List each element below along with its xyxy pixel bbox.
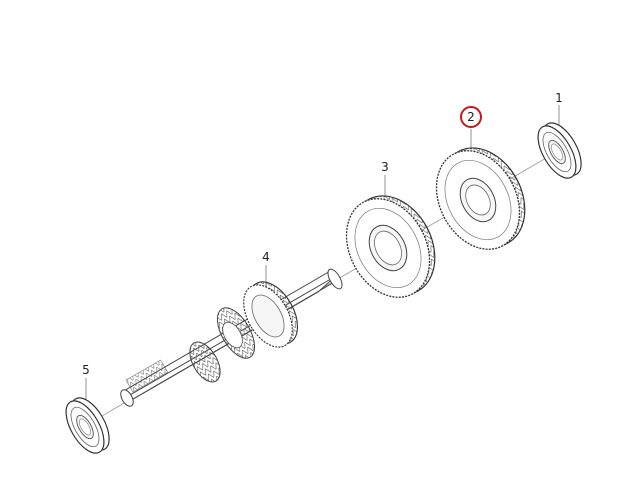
- callout-label-1[interactable]: 1: [555, 91, 563, 105]
- bearing-part-1[interactable]: [530, 117, 588, 184]
- gear-part-3[interactable]: [330, 181, 451, 311]
- gear-part-2[interactable]: [420, 133, 541, 263]
- callout-label-5[interactable]: 5: [82, 363, 90, 377]
- leader-lines: [85, 105, 560, 400]
- callout-label-2[interactable]: 2: [467, 110, 475, 124]
- selected-part-highlight-ring: [460, 106, 482, 128]
- callout-label-3[interactable]: 3: [381, 160, 389, 174]
- shaft-part-4[interactable]: [118, 267, 345, 408]
- bearing-part-5[interactable]: [58, 392, 116, 459]
- callout-label-4[interactable]: 4: [262, 250, 270, 264]
